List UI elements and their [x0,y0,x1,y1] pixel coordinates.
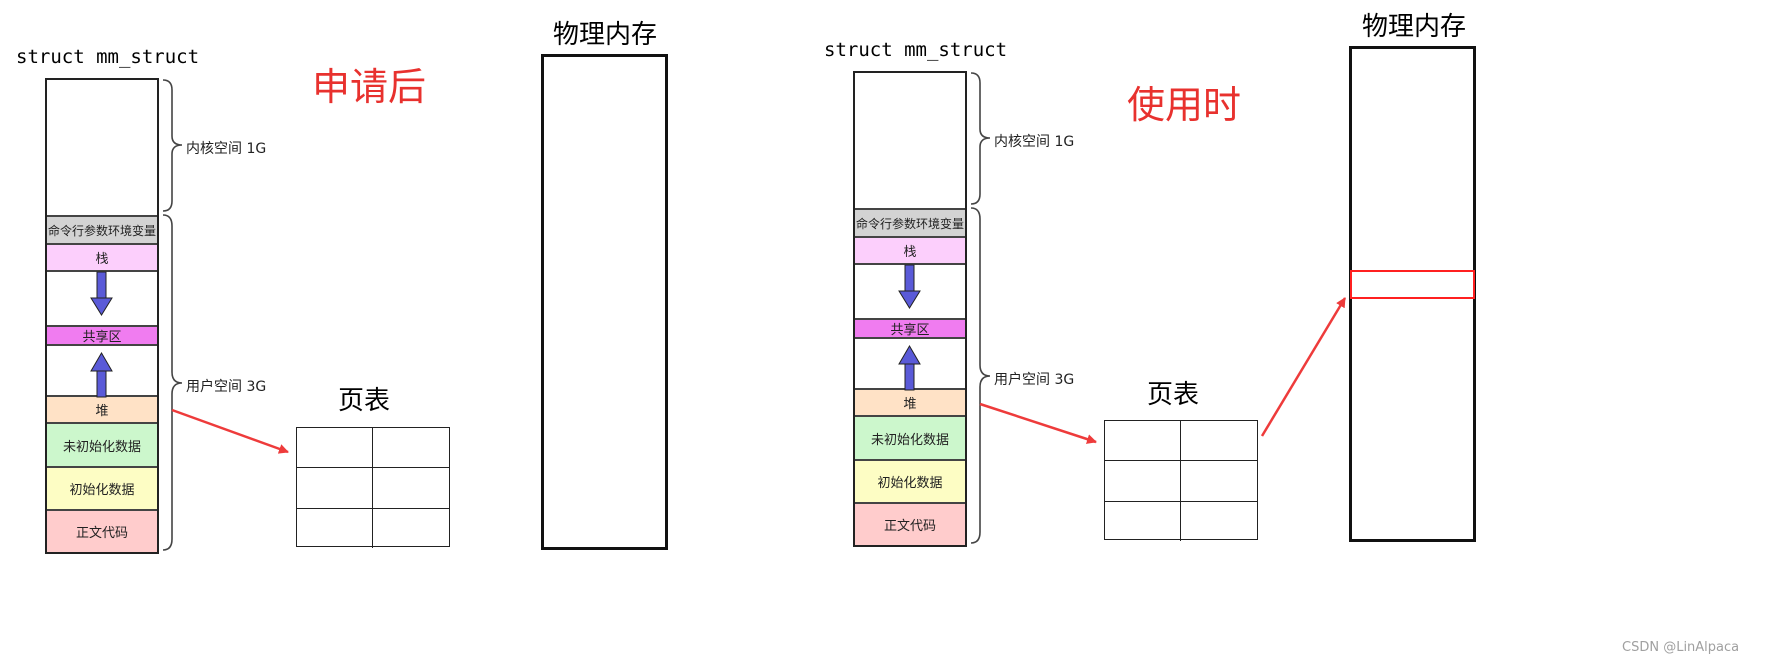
heap-label: 堆 [95,404,109,419]
kernel-brace-left [162,79,183,212]
kernel-space-label-left: 内核空间 1G [186,141,267,157]
page-table-cell [1105,502,1181,541]
heap-segment: 堆 [47,397,157,424]
shared-label: 共享区 [890,323,930,338]
kernel-brace-right [970,72,991,205]
bss-segment: 未初始化数据 [47,424,157,468]
page-table-cell [297,509,373,548]
heap-up-arrow-left [90,352,113,398]
state-title-right: 使用时 [1127,83,1242,127]
stack-label: 栈 [95,252,109,267]
heap-to-page-table-arrow-left [171,408,289,454]
state-title-left: 申请后 [312,65,427,109]
text-segment: 正文代码 [855,504,965,545]
kernel-space-label-right: 内核空间 1G [994,134,1075,150]
page-table-left [296,427,450,548]
user-space-label-left: 用户空间 3G [186,379,267,395]
physical-memory-left [541,54,668,550]
page-table-right [1104,420,1258,541]
text-segment: 正文代码 [47,511,157,552]
page-table-cell [297,428,373,468]
stack-segment: 栈 [47,245,157,272]
virtual-address-space-left: 命令行参数环境变量 栈 共享区 堆 未初始化数据 初始化数据 正文代码 [45,78,159,554]
kernel-space-segment [855,73,965,210]
bss-label: 未初始化数据 [62,439,141,455]
stack-growth-area [855,265,965,320]
watermark: CSDN @LinAlpaca [1622,640,1740,655]
cmdline-env-label: 命令行参数环境变量 [47,223,156,238]
struct-label-left: struct mm_struct [16,46,200,68]
bss-label: 未初始化数据 [870,432,949,448]
heap-segment: 堆 [855,390,965,417]
page-table-cell [373,428,449,468]
mapped-physical-page [1350,270,1475,299]
data-label: 初始化数据 [69,483,135,498]
page-table-cell [1105,421,1181,461]
page-table-to-physical-arrow [1260,297,1347,437]
page-table-cell [297,468,373,509]
page-table-title-left: 页表 [338,386,391,416]
physical-memory-title-left: 物理内存 [553,20,658,50]
cmdline-env-label: 命令行参数环境变量 [855,216,964,231]
data-segment: 初始化数据 [855,461,965,504]
heap-up-arrow-right [898,345,921,391]
cmdline-env-segment: 命令行参数环境变量 [47,217,157,245]
shared-label: 共享区 [82,330,122,345]
stack-down-arrow-right [898,264,921,309]
shared-segment: 共享区 [47,327,157,346]
stack-growth-area [47,272,157,327]
struct-label-right: struct mm_struct [824,39,1008,61]
stack-label: 栈 [903,245,917,260]
page-table-cell [1181,461,1257,502]
page-table-cell [1105,461,1181,502]
page-table-title-right: 页表 [1147,380,1200,410]
kernel-space-segment [47,80,157,217]
data-segment: 初始化数据 [47,468,157,511]
data-label: 初始化数据 [877,476,943,491]
text-label: 正文代码 [883,519,936,534]
user-brace-left [162,214,183,551]
bss-segment: 未初始化数据 [855,417,965,461]
user-space-label-right: 用户空间 3G [994,372,1075,388]
user-brace-right [970,207,991,544]
heap-label: 堆 [903,397,917,412]
page-table-cell [373,468,449,509]
physical-memory-title-right: 物理内存 [1362,12,1467,42]
shared-segment: 共享区 [855,320,965,339]
stack-segment: 栈 [855,238,965,265]
heap-to-page-table-arrow-right [979,402,1097,444]
stack-down-arrow-left [90,271,113,316]
page-table-cell [1181,421,1257,461]
text-label: 正文代码 [75,526,128,541]
cmdline-env-segment: 命令行参数环境变量 [855,210,965,238]
